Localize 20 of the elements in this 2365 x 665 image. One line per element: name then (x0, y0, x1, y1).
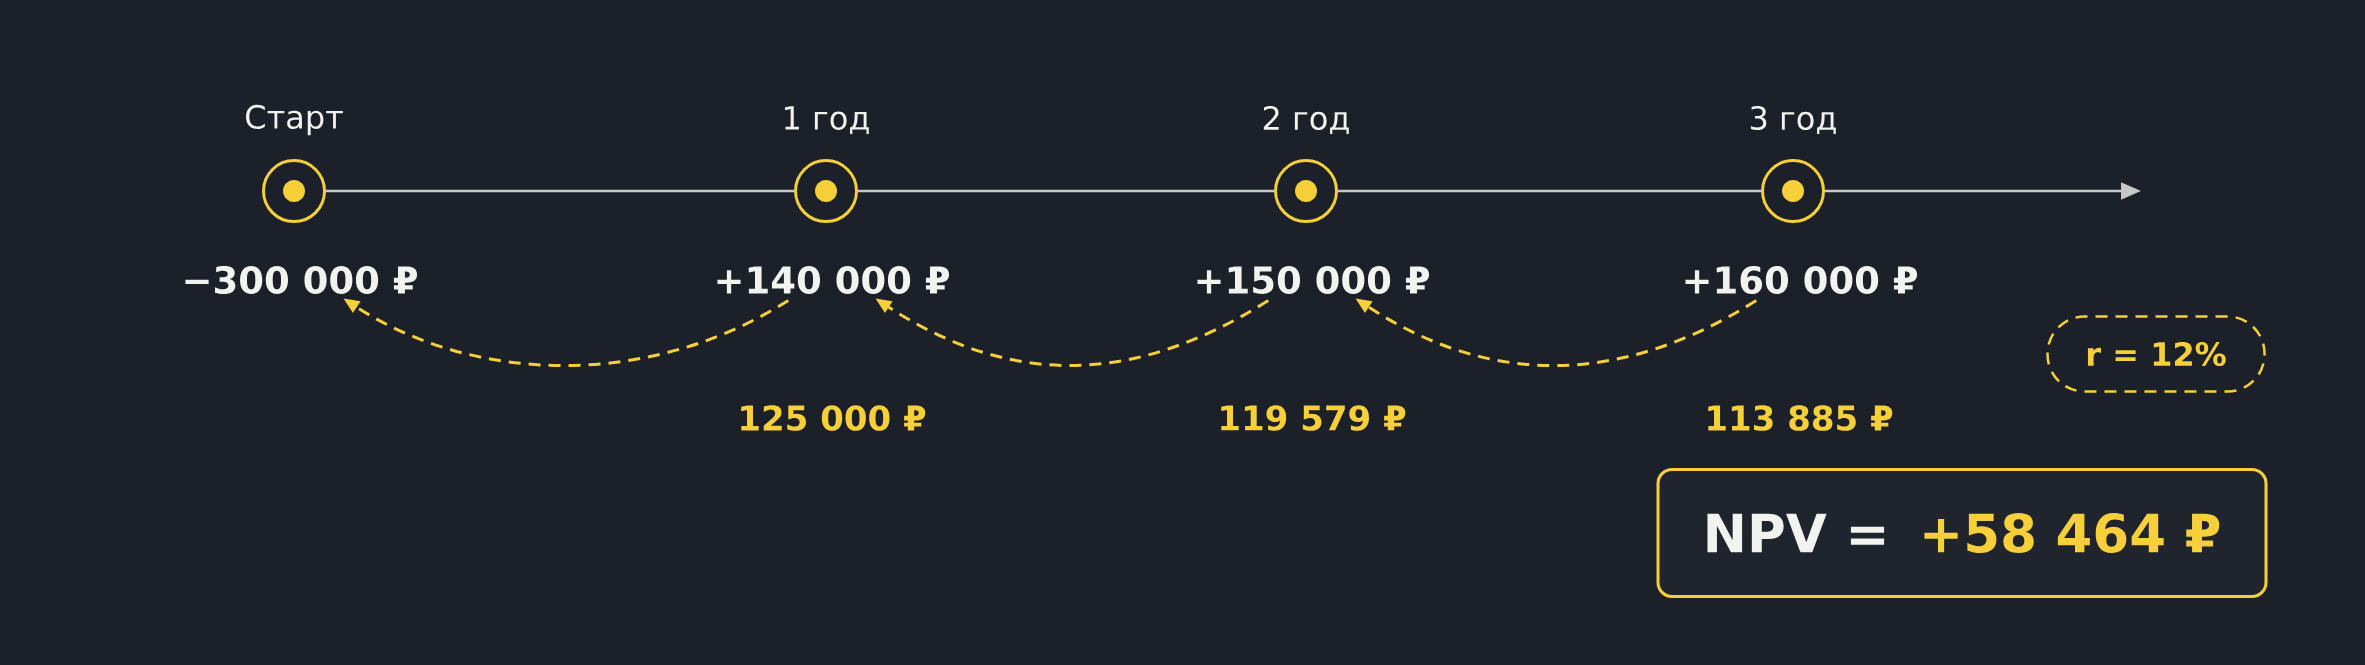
amount-label: +150 000 ₽ (1197, 266, 1430, 294)
timeline-marker (1761, 159, 1825, 223)
discounted-value: 125 000 ₽ (741, 405, 926, 431)
discounted-value: 113 885 ₽ (1708, 405, 1893, 431)
amount-label: −300 000 ₽ (185, 266, 417, 294)
year-label: 3 год (1750, 105, 1836, 135)
discounted-value: 119 579 ₽ (1221, 405, 1406, 431)
result-box: NPV = +58 464 ₽ (1656, 468, 2268, 598)
timeline-marker (1274, 159, 1338, 223)
timeline-marker (794, 159, 858, 223)
year-label: Старт (246, 104, 343, 136)
amount-label: +160 000 ₽ (1685, 266, 1918, 294)
year-label: 2 год (1263, 105, 1349, 135)
rate-badge: r = 12% (2046, 315, 2266, 393)
amount-label: +140 000 ₽ (717, 266, 950, 294)
timeline-line (326, 189, 794, 193)
year-label: 1 год (785, 106, 869, 134)
timeline-line (1338, 189, 1761, 193)
timeline-marker (262, 159, 326, 223)
timeline-line (858, 189, 1274, 193)
